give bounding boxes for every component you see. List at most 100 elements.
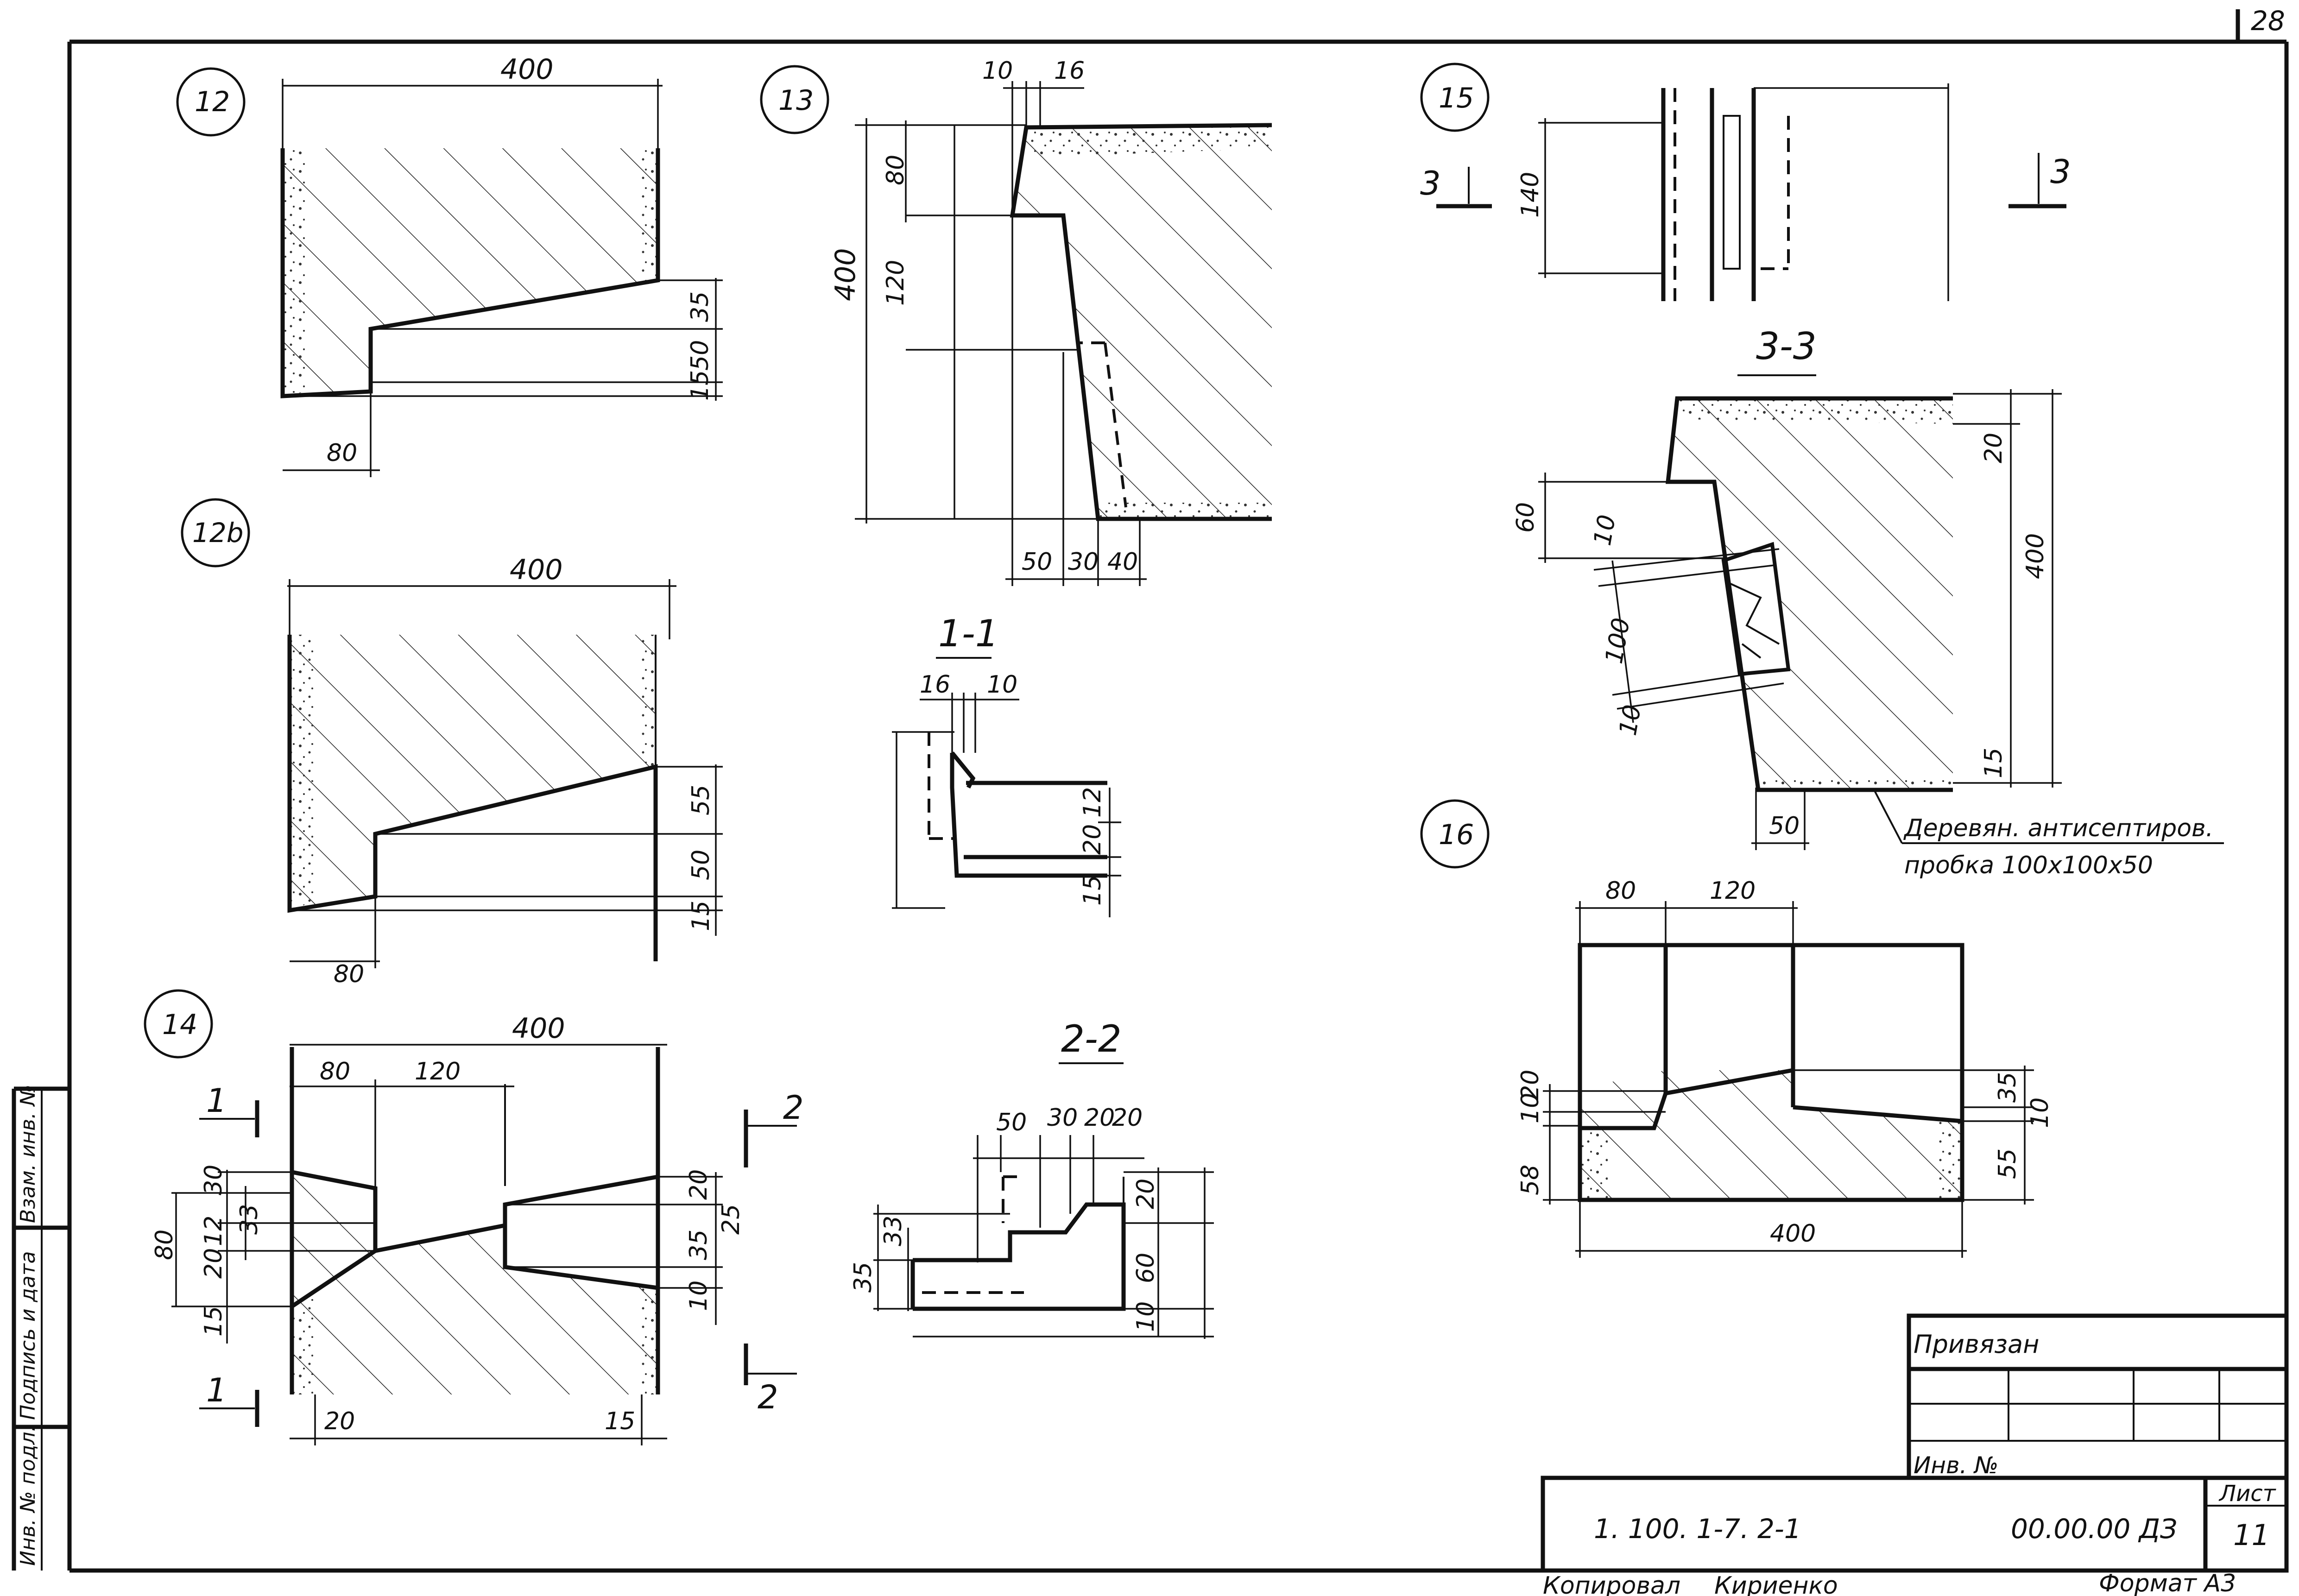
- title-inv-no: Инв. №: [1914, 1452, 1998, 1479]
- d16-dim-120: 120: [1710, 877, 1756, 905]
- s22-dim-33: 33: [879, 1216, 907, 1246]
- d14-dim-left-33: 33: [235, 1204, 263, 1235]
- side-stamp: [12, 1086, 69, 1571]
- s22-title: 2-2: [1061, 1017, 1122, 1060]
- s33-title: 3-3: [1756, 325, 1817, 368]
- s11-dim-12: 12: [1079, 787, 1106, 818]
- d14-dim-right-35: 35: [685, 1230, 713, 1260]
- stamp-cell-signature-date: Подпись и дата: [16, 1251, 40, 1420]
- s11-dim-20: 20: [1079, 824, 1106, 855]
- title-doc-code: 1. 100. 1-7. 2-1: [1594, 1513, 1801, 1545]
- d14-dim-bottom-20: 20: [324, 1407, 355, 1435]
- d15-dim-140: 140: [1516, 172, 1544, 218]
- title-sheet-label: Лист: [2218, 1481, 2277, 1507]
- s22-dim-20a: 20: [1084, 1104, 1115, 1132]
- footer-copier: Кириенко: [1714, 1572, 1838, 1596]
- s22-dim-r20: 20: [1132, 1179, 1160, 1209]
- s33-dim-100: 100: [1600, 616, 1636, 666]
- d12b-dim-80: 80: [334, 960, 364, 988]
- s22-dim-r10: 10: [1132, 1301, 1160, 1332]
- d13-dim-16: 16: [1054, 57, 1085, 85]
- s11-dim-10: 10: [987, 671, 1017, 699]
- s33-dim-10b: 10: [1614, 703, 1647, 738]
- d13-dim-50: 50: [1022, 548, 1052, 576]
- title-sheet-value: 11: [2233, 1518, 2270, 1552]
- d15-section-3-right: 3: [2050, 153, 2071, 191]
- d13-dim-30: 30: [1068, 548, 1099, 576]
- detail-15-label: 15: [1439, 82, 1474, 114]
- section-3-3: 3-3 60 10 100 10 20 400 15 50 Деревян.: [1512, 325, 2224, 879]
- d14-dim-right-20: 20: [685, 1169, 713, 1200]
- d14-dim-right-25: 25: [717, 1204, 745, 1235]
- d14-section-2-bottom: 2: [758, 1378, 778, 1416]
- d13-dim-80: 80: [882, 155, 909, 185]
- d12b-dim-400: 400: [510, 554, 563, 586]
- s33-note-line1: Деревян. антисептиров.: [1903, 814, 2213, 842]
- s33-dim-400: 400: [2021, 533, 2049, 579]
- d12b-dim-15: 15: [687, 901, 715, 931]
- s33-dim-20: 20: [1980, 433, 2008, 463]
- stamp-cell-inv-original: Инв. № подл.: [16, 1425, 40, 1566]
- d15-section-3-left: 3: [1420, 164, 1441, 202]
- d16-dim-80: 80: [1605, 877, 1636, 905]
- detail-13: 13 10 16 80 400 120 50 30 40: [760, 57, 1272, 586]
- detail-15: 15 140 3 3: [1420, 63, 2071, 301]
- d12-dim-15: 15: [686, 370, 714, 401]
- s22-dim-r60: 60: [1132, 1253, 1160, 1283]
- footer-format: Формат А3: [2099, 1570, 2236, 1596]
- d12b-dim-55: 55: [687, 785, 715, 815]
- detail-12b: 12b 400 80 55 50 15: [181, 498, 723, 988]
- d14-dim-left-15: 15: [200, 1306, 227, 1337]
- d16-dim-left-10: 10: [1516, 1093, 1544, 1123]
- s22-dim-50: 50: [996, 1109, 1027, 1136]
- detail-12b-label: 12b: [192, 517, 244, 549]
- d14-dim-bottom-15: 15: [605, 1407, 635, 1435]
- d14-section-1-bottom: 1: [206, 1371, 227, 1409]
- d13-dim-40: 40: [1107, 548, 1138, 576]
- detail-16-label: 16: [1439, 819, 1474, 851]
- s11-title: 1-1: [938, 612, 999, 655]
- section-1-1: 1-1 16 10 12 20 15: [892, 612, 1121, 917]
- d14-dim-400: 400: [512, 1012, 565, 1045]
- d13-dim-120: 120: [882, 260, 909, 306]
- detail-12-label: 12: [195, 86, 230, 118]
- d12b-dim-50: 50: [687, 850, 715, 880]
- d16-dim-right-35: 35: [1994, 1072, 2021, 1103]
- s11-dim-16: 16: [920, 671, 950, 699]
- detail-14-label: 14: [162, 1009, 197, 1041]
- d16-dim-right-10: 10: [2026, 1098, 2054, 1128]
- d14-dim-120: 120: [415, 1058, 461, 1085]
- d14-dim-left-30: 30: [200, 1165, 227, 1195]
- stamp-cell-replace-inv: Взам. инв. №: [16, 1085, 40, 1223]
- detail-13-label: 13: [778, 84, 814, 117]
- d14-dim-right-10: 10: [685, 1281, 713, 1311]
- s33-dim-15: 15: [1980, 748, 2008, 778]
- s33-dim-10a: 10: [1589, 513, 1622, 548]
- d14-dim-left-80: 80: [151, 1230, 178, 1260]
- footer-copied: Копировал: [1543, 1572, 1680, 1596]
- d14-section-1-top: 1: [206, 1082, 227, 1120]
- s22-dim-20b: 20: [1112, 1104, 1143, 1132]
- d16-dim-left-58: 58: [1516, 1165, 1544, 1195]
- section-2-2: 2-2 50 30 20 20 35 33 20 60 10: [849, 1017, 1214, 1339]
- title-privyazan: Привязан: [1914, 1330, 2039, 1359]
- detail-16: 16 80 120 400 58 10 20 35 10 55: [1420, 799, 2054, 1258]
- s33-dim-50: 50: [1769, 812, 1800, 840]
- d16-dim-left-20: 20: [1516, 1070, 1544, 1100]
- d14-dim-80: 80: [320, 1058, 350, 1085]
- d12-dim-80: 80: [327, 439, 357, 467]
- d12-dim-400: 400: [500, 53, 554, 86]
- d14-dim-left-12: 12: [200, 1216, 227, 1246]
- d16-dim-400: 400: [1770, 1220, 1816, 1248]
- d12-dim-35: 35: [686, 291, 714, 322]
- s22-dim-35: 35: [849, 1262, 877, 1293]
- d16-dim-right-55: 55: [1994, 1148, 2021, 1179]
- title-block: [1541, 1313, 2289, 1573]
- d12-dim-50: 50: [686, 340, 714, 371]
- title-drawing-code: 00.00.00 ДЗ: [2011, 1513, 2177, 1545]
- d13-dim-400: 400: [829, 248, 862, 301]
- d14-dim-left-20: 20: [200, 1248, 227, 1279]
- s33-dim-60: 60: [1512, 502, 1540, 533]
- detail-14: 14 400 80 120 80 30 12 33 20 15: [144, 989, 804, 1445]
